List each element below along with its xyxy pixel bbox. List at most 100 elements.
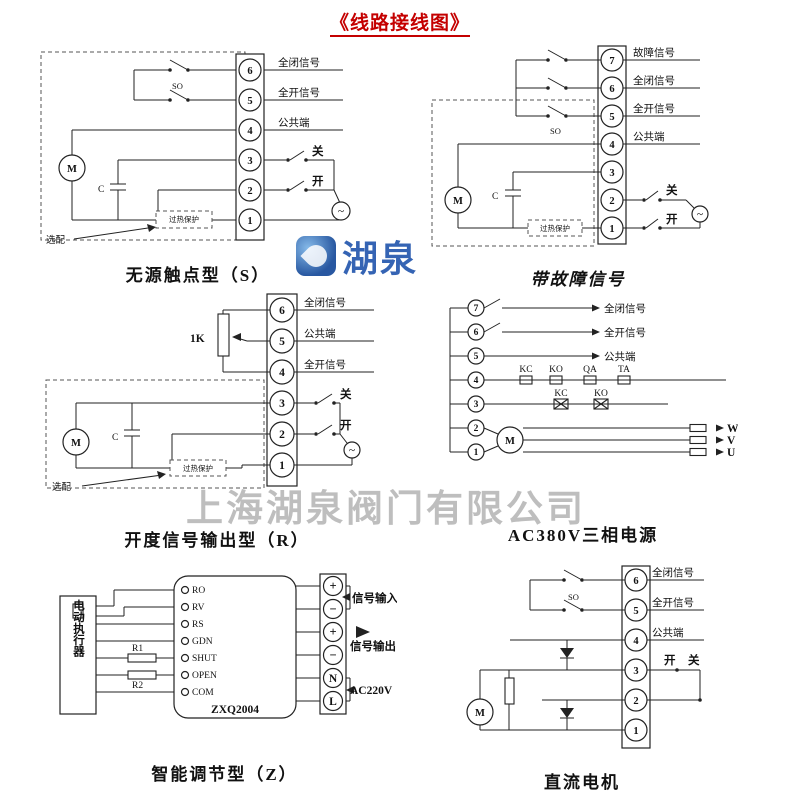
label-kc-coil: KC (554, 389, 567, 399)
terminal-3: 3 (247, 156, 252, 167)
label-common-terminal: 公共端 (652, 626, 684, 639)
label-qa: QA (583, 365, 597, 375)
pin-com: COM (192, 688, 214, 698)
ac-source-label: ~ (338, 206, 344, 218)
terminal-7: 7 (474, 304, 479, 314)
panel-intelligent: 电动执行器 RO RV RS GDN SHUT OPEN COM ZXQ2004… (52, 566, 398, 785)
diagram-fault-signal: 7 6 5 4 3 2 1 M ~ 故障信号 全闭信号 全开信号 公共端 (431, 45, 709, 247)
pin-rv: RV (192, 603, 205, 613)
phase-arrow (716, 424, 724, 432)
actuator-label: 电动执行器 (72, 598, 86, 657)
resistor-r2 (127, 670, 157, 680)
diagram-three-phase: 7 6 5 4 3 2 1 M 全闭信号 全开信号 公共端 KC KO QA T… (449, 298, 739, 461)
huquan-logo-icon (296, 236, 336, 276)
caption-three-phase: AC380V三相电源 (507, 526, 659, 545)
terminal-1: 1 (279, 460, 285, 472)
resistor-r1 (127, 653, 157, 663)
ac-source-label: ~ (697, 209, 703, 221)
caption-intelligent: 智能调节型（Z） (151, 765, 298, 784)
terminal-4: 4 (609, 140, 615, 151)
caption-fault-signal: 带故障信号 (530, 270, 626, 289)
diagram-passive-contact: 6 5 4 3 2 1 M ~ 全闭信号 全开信号 公共端 关 开 (40, 51, 351, 246)
contact-dots (546, 58, 662, 230)
controller-module (173, 575, 297, 719)
motor-label: M (475, 708, 485, 719)
ac-source-icon (691, 205, 709, 223)
label-close: 关 (340, 387, 352, 401)
motor-icon (466, 698, 494, 726)
motor-label: M (505, 436, 515, 447)
label-phase-w: W (727, 423, 738, 435)
terminal-6: 6 (279, 305, 285, 317)
capacitor-icon (110, 183, 126, 191)
label-so: SO (568, 592, 579, 602)
label-ac220v: AC220V (350, 685, 393, 697)
diode-icon (560, 708, 574, 719)
label-r1: R1 (132, 644, 143, 654)
label-ko-coil: KO (594, 389, 608, 399)
optional-enclosure-box (45, 379, 265, 489)
signal-out-arrow (356, 626, 370, 638)
diagram-dc-motor: 6 5 4 3 2 1 M 全闭信号 全开信号 公共端 开 关 S (466, 565, 704, 749)
terminal-5: 5 (279, 336, 285, 348)
module-pins: RO RV RS GDN SHUT OPEN COM (180, 585, 217, 698)
company-watermark: 上海湖泉阀门有限公司 (186, 489, 586, 530)
terminal-3: 3 (279, 398, 285, 410)
label-capacitor: C (98, 185, 104, 195)
terminal-strip (621, 565, 651, 749)
motor-label: M (67, 164, 77, 175)
wires (457, 49, 701, 229)
capacitor-icon (505, 189, 521, 197)
terminal-7: 7 (609, 56, 614, 67)
label-so: SO (172, 81, 183, 91)
terminal-4: 4 (247, 126, 253, 137)
label-capacitor: C (492, 192, 498, 202)
pin-ro: RO (192, 586, 205, 596)
pin-shut: SHUT (192, 654, 217, 664)
diode-icon (560, 648, 574, 659)
label-close: 关 (688, 653, 700, 667)
huquan-logo: 湖泉 (296, 230, 418, 282)
terminal-2: 2 (279, 429, 285, 441)
terminal-n: N (329, 673, 338, 685)
ac-source-icon (331, 201, 351, 221)
optional-arrow (157, 471, 166, 479)
terminal-plus-1: + (329, 579, 336, 593)
wires (96, 585, 351, 702)
label-phase-v: V (727, 435, 736, 447)
contact-dots (168, 68, 308, 192)
terminal-1: 1 (474, 448, 479, 458)
motor-icon (444, 186, 472, 214)
terminal-4: 4 (633, 636, 639, 647)
terminal-block: 6 5 4 3 2 1 (238, 58, 262, 232)
terminal-1: 1 (247, 216, 252, 227)
caption-opening-signal: 开度信号输出型（R） (124, 531, 310, 550)
label-thermal: 过热保护 (540, 223, 570, 233)
terminal-block: 6 5 4 3 2 1 (269, 297, 295, 478)
label-common-terminal: 公共端 (278, 116, 310, 129)
thermal-protector-box (169, 459, 227, 477)
terminal-minus-2: − (329, 648, 336, 662)
motor-icon (496, 426, 524, 454)
module-model-label: ZXQ2004 (211, 704, 259, 716)
label-common-terminal: 公共端 (633, 130, 665, 143)
label-so: SO (550, 126, 561, 136)
page-title-text: 《线路接线图》 (329, 13, 470, 37)
label-full-open-signal: 全开信号 (278, 86, 320, 99)
phase-resistors (689, 423, 707, 457)
capacitor-icon (124, 429, 140, 437)
label-ko: KO (549, 365, 563, 375)
terminal-2: 2 (633, 696, 638, 707)
label-open: 开 (340, 419, 352, 432)
label-open: 开 (664, 654, 676, 667)
terminal-6: 6 (247, 66, 252, 77)
terminal-3: 3 (633, 666, 638, 677)
label-1k: 1K (190, 333, 205, 345)
labels: R1 R2 信号输入 信号输出 AC220V (132, 591, 398, 697)
terminal-5: 5 (609, 112, 614, 123)
terminal-l: L (329, 696, 337, 708)
optional-arrow (147, 224, 156, 232)
terminal-6: 6 (474, 328, 479, 338)
label-common-terminal: 公共端 (604, 350, 636, 363)
diagram-opening-signal: 6 5 4 3 2 1 M ~ 全闭信号 公共端 全开信号 关 (45, 293, 374, 493)
